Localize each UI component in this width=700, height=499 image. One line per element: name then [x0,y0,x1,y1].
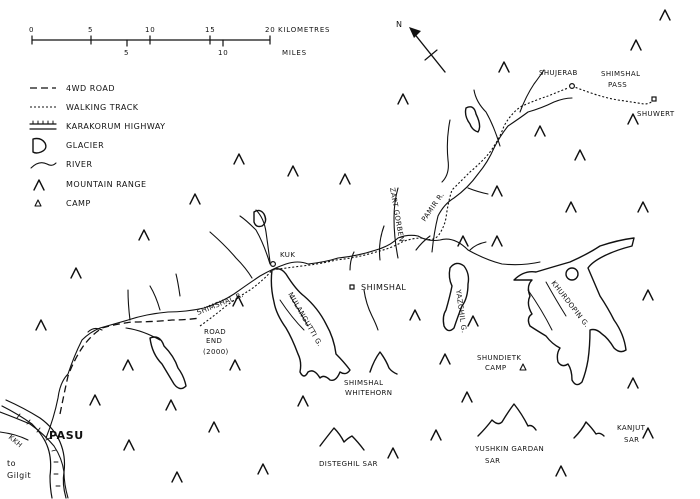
label-kanjut-2: SAR [624,436,639,444]
label-shimshal-whitehorn-1: SHIMSHAL [344,379,383,387]
label-yushkin-gardan-2: SAR [485,457,500,465]
shundietk-camp-marker [519,363,527,371]
4wd-road [59,317,201,415]
scale-km-tick-5: 5 [88,26,93,34]
scale-km-unit: KILOMETRES [278,26,330,34]
legend-river-symbol [30,162,57,169]
label-road-end-3: (2000) [203,348,229,356]
place-labels: SHUJERAB SHIMSHAL PASS SHUWERT KUK SHIMS… [7,69,675,480]
label-road-end-1: ROAD [204,328,226,336]
camps [270,82,657,371]
peak-labels: SHIMSHAL WHITEHORN DISTEGHIL SAR YUSHKIN… [319,379,646,468]
legend-glacier-symbol [32,137,47,154]
legend-label-walking-track: WALKING TRACK [66,103,139,112]
shimshal-marker [349,284,355,290]
shuwert-marker [651,96,657,102]
label-road-end-2: END [206,337,222,345]
major-peaks [319,351,605,451]
scale-km-tick-0: 0 [29,26,34,34]
label-shuwert: SHUWERT [637,110,675,118]
label-kuk: KUK [280,251,295,259]
north-arrow: N [396,20,446,73]
label-shimshal-whitehorn-2: WHITEHORN [345,389,392,397]
legend-label-karakorum-highway: KARAKORUM HIGHWAY [66,122,166,131]
label-pasu: PASU [49,429,84,442]
scale-km-tick-20: 20 [265,26,276,34]
yazghil-glacier [442,262,470,332]
rivers [0,69,573,499]
label-shundietk-camp-2: CAMP [485,364,507,372]
legend-label-camp: CAMP [66,199,91,208]
label-shimshal-pass-2: PASS [608,81,627,89]
scale-mile-tick-5: 5 [124,49,129,57]
label-to: to [7,459,16,468]
label-zart-gorben: ZART GORBEN [388,187,405,243]
label-kkh: KKH [7,433,24,449]
legend-mountain-symbol [33,179,45,191]
legend: 4WD ROAD WALKING TRACK KARAKORUM HIGHWAY… [29,84,166,208]
karakorum-highway [1,399,67,499]
khurdopin-glacier [513,237,635,386]
river-labels: SHIMSHAL R. ZART GORBEN PAMIR R. [196,187,446,317]
label-disteghil-sar: DISTEGHIL SAR [319,460,378,468]
label-shimshal-pass-1: SHIMSHAL [601,70,640,78]
label-shundietk-camp-1: SHUNDIETK [477,354,521,362]
legend-label-glacier: GLACIER [66,141,104,150]
scale-mile-tick-10: 10 [218,49,229,57]
kuk-marker [270,261,277,268]
shimshal-river [45,234,541,439]
label-pamir-river: PAMIR R. [420,191,446,223]
scale-km-tick-10: 10 [145,26,156,34]
scale-bar: 0 5 10 15 20 KILOMETRES 5 10 MILES [29,26,330,57]
legend-label-4wd-road: 4WD ROAD [66,84,115,93]
glaciers [149,106,635,390]
label-yushkin-gardan-1: YUSHKIN GARDAN [474,445,544,453]
scale-km-tick-15: 15 [205,26,216,34]
shujerab-marker [568,82,575,89]
label-shimshal: SHIMSHAL [361,283,406,292]
legend-label-mountain-range: MOUNTAIN RANGE [66,180,147,189]
label-kanjut-1: KANJUT [617,424,646,432]
legend-camp-symbol [34,199,42,207]
walking-track [199,87,569,327]
legend-highway-symbol [29,120,57,130]
label-shimshal-river: SHIMSHAL R. [196,291,245,317]
label-gilgit: Gilgit [7,471,31,480]
mountain-range-symbols [35,9,671,483]
mulangutti-glacier [270,267,351,382]
scale-mile-unit: MILES [282,49,307,57]
label-shujerab: SHUJERAB [539,69,578,77]
legend-label-river: RIVER [66,160,93,169]
north-label: N [396,20,402,29]
